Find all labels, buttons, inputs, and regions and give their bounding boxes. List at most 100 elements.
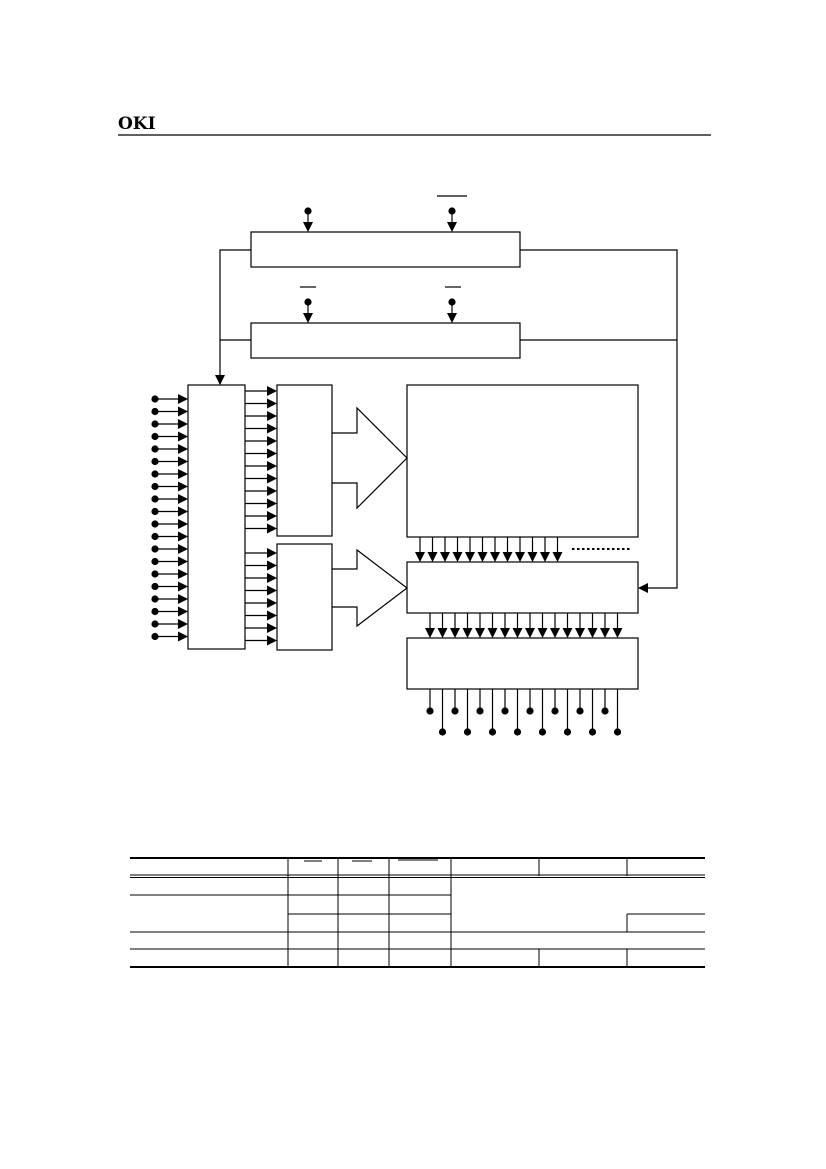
arrowhead-icon	[178, 544, 188, 554]
row-decoder	[276, 384, 333, 537]
arrowhead-icon	[638, 583, 648, 593]
address-buffer	[187, 384, 246, 650]
arrowhead-icon	[540, 552, 550, 562]
arrowhead-icon	[267, 635, 277, 646]
bus-arrow-row	[332, 406, 408, 510]
arrowhead-icon	[437, 628, 448, 638]
output-pin	[426, 707, 434, 715]
arrowhead-icon	[178, 406, 188, 417]
arrowhead-icon	[178, 394, 188, 404]
arrowhead-icon	[267, 473, 277, 484]
arrowhead-icon	[267, 523, 277, 534]
output-pin	[526, 707, 534, 715]
arrowhead-icon	[462, 628, 473, 638]
bus-arrow-column	[332, 548, 408, 628]
arrowhead-icon	[267, 448, 277, 459]
arrowhead-icon	[537, 628, 548, 638]
arrowhead-icon	[178, 506, 188, 517]
output-pin	[513, 728, 522, 736]
arrowhead-icon	[178, 619, 188, 629]
arrowhead-icon	[178, 631, 188, 642]
arrowhead-icon	[490, 552, 500, 562]
arrowhead-icon	[178, 594, 188, 604]
arrowhead-icon	[267, 548, 277, 558]
arrowhead-icon	[178, 569, 188, 579]
arrowhead-icon	[267, 411, 277, 421]
output-pin	[463, 728, 472, 736]
arrowhead-icon	[267, 573, 277, 583]
arrowhead-icon	[178, 481, 188, 492]
arrowhead-icon	[267, 461, 277, 471]
arrowhead-icon	[178, 531, 188, 542]
block-diagram	[151, 195, 678, 736]
arrowhead-icon	[303, 222, 313, 232]
arrowhead-icon	[267, 610, 277, 621]
arrowhead-icon	[452, 552, 463, 562]
arrowhead-icon	[178, 431, 188, 442]
arrowhead-icon	[425, 628, 435, 638]
arrowhead-icon	[178, 456, 188, 467]
arrowhead-icon	[267, 623, 277, 633]
arrowhead-icon	[550, 628, 560, 638]
arrowhead-icon	[515, 552, 525, 562]
arrowhead-icon	[267, 511, 277, 521]
arrowhead-icon	[512, 628, 523, 638]
output-pin	[613, 728, 622, 736]
column-select-block	[406, 561, 639, 614]
arrowhead-icon	[178, 556, 188, 567]
output-pin	[488, 728, 497, 736]
arrowhead-icon	[465, 552, 475, 562]
arrowhead-icon	[562, 628, 573, 638]
arrowhead-icon	[427, 552, 438, 562]
right-control-line	[520, 249, 678, 589]
arrowhead-icon	[267, 585, 277, 596]
arrowhead-icon	[612, 628, 623, 638]
arrowhead-icon	[178, 419, 188, 429]
arrowhead-icon	[500, 628, 510, 638]
output-pin	[563, 728, 572, 736]
output-buffer	[406, 637, 639, 690]
output-pin	[601, 707, 609, 715]
arrowhead-icon	[575, 628, 585, 638]
output-pin	[588, 728, 597, 736]
arrowhead-icon	[450, 628, 460, 638]
arrowhead-icon	[267, 486, 277, 496]
arrowhead-icon	[267, 423, 277, 434]
arrowhead-icon	[527, 552, 538, 562]
arrowhead-icon	[267, 498, 277, 509]
arrowhead-icon	[600, 628, 610, 638]
arrowhead-icon	[447, 222, 457, 232]
arrowhead-icon	[267, 398, 277, 409]
arrowhead-icon	[487, 628, 498, 638]
output-pin	[576, 707, 584, 715]
memory-array	[406, 384, 639, 538]
output-pin	[451, 707, 459, 715]
arrowhead-icon	[178, 444, 188, 454]
control-block-1	[250, 231, 521, 268]
arrowhead-icon	[440, 552, 450, 562]
arrowhead-icon	[415, 552, 425, 562]
control-block-2	[250, 322, 521, 359]
column-decoder	[276, 543, 333, 651]
output-pin	[476, 707, 484, 715]
arrowhead-icon	[178, 519, 188, 529]
arrowhead-icon	[267, 436, 277, 446]
arrowhead-icon	[587, 628, 598, 638]
arrowhead-icon	[267, 560, 277, 571]
left-control-line	[219, 249, 251, 384]
arrowhead-icon	[525, 628, 535, 638]
arrowhead-icon	[267, 386, 277, 396]
output-pin	[551, 707, 559, 715]
arrowhead-icon	[178, 606, 188, 617]
output-pin	[501, 707, 509, 715]
arrowhead-icon	[303, 313, 313, 323]
arrowhead-icon	[502, 552, 513, 562]
arrowhead-icon	[178, 469, 188, 479]
arrowhead-icon	[477, 552, 488, 562]
oki-logo: OKI	[118, 114, 156, 134]
arrowhead-icon	[215, 375, 225, 385]
arrowhead-icon	[447, 313, 457, 323]
arrowhead-icon	[178, 494, 188, 504]
arrowhead-icon	[475, 628, 485, 638]
